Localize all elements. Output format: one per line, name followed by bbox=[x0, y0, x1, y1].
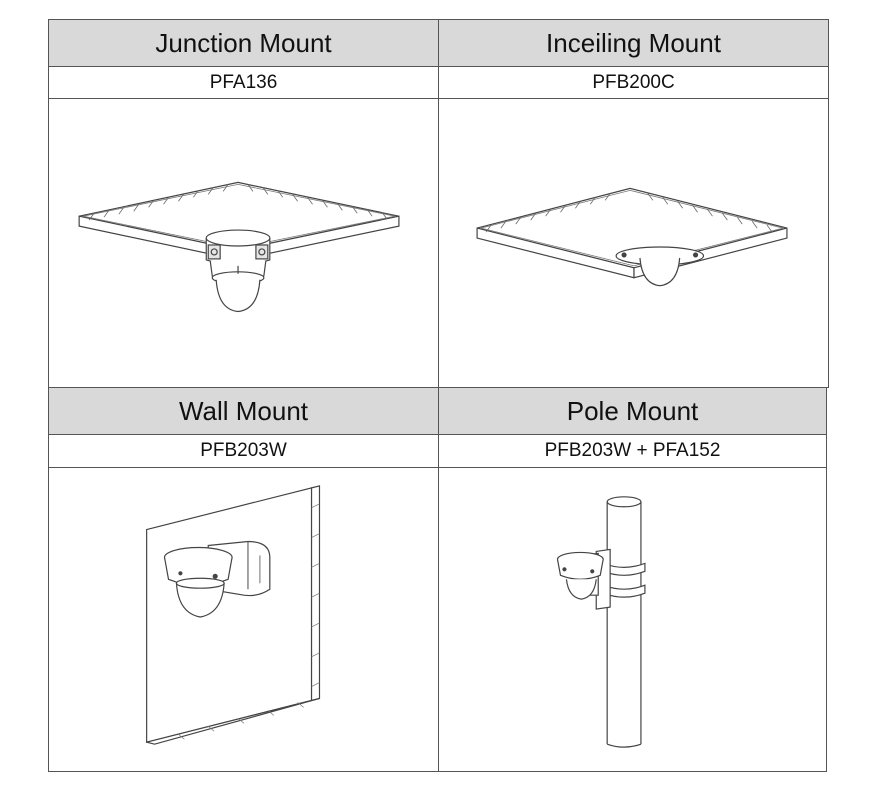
wall-mount-model: PFB203W bbox=[200, 440, 287, 461]
junction-mount-header: Junction Mount bbox=[48, 19, 439, 67]
junction-mount-model: PFA136 bbox=[209, 71, 278, 93]
inceiling-mount-title: Inceiling Mount bbox=[546, 27, 721, 58]
wall-mount-header: Wall Mount bbox=[48, 387, 439, 435]
inceiling-mount-header: Inceiling Mount bbox=[438, 19, 829, 67]
junction-mount-image-cell bbox=[48, 98, 439, 388]
pole-mount-title: Pole Mount bbox=[566, 395, 699, 426]
pole-mount-illustration bbox=[556, 496, 646, 748]
wall-mount-model-cell: PFB203W bbox=[48, 434, 439, 468]
pole-mount-model: PFB203W + PFA152 bbox=[544, 440, 721, 461]
wall-mount-illustration bbox=[146, 485, 321, 745]
pole-mount-header: Pole Mount bbox=[438, 387, 827, 435]
pole-mount-model-cell: PFB203W + PFA152 bbox=[438, 434, 827, 468]
inceiling-mount-image-cell bbox=[438, 98, 829, 388]
wall-mount-image-cell bbox=[48, 467, 439, 772]
wall-mount-title: Wall Mount bbox=[178, 395, 309, 426]
mount-accessory-table: Junction Mount Inceiling Mount PFA136 PF… bbox=[48, 19, 829, 772]
junction-mount-illustration bbox=[78, 181, 400, 313]
inceiling-mount-model: PFB200C bbox=[592, 71, 675, 93]
junction-mount-title: Junction Mount bbox=[155, 27, 332, 58]
inceiling-mount-model-cell: PFB200C bbox=[438, 66, 829, 99]
inceiling-mount-illustration bbox=[476, 187, 788, 287]
junction-mount-model-cell: PFA136 bbox=[48, 66, 439, 99]
pole-mount-image-cell bbox=[438, 467, 827, 772]
